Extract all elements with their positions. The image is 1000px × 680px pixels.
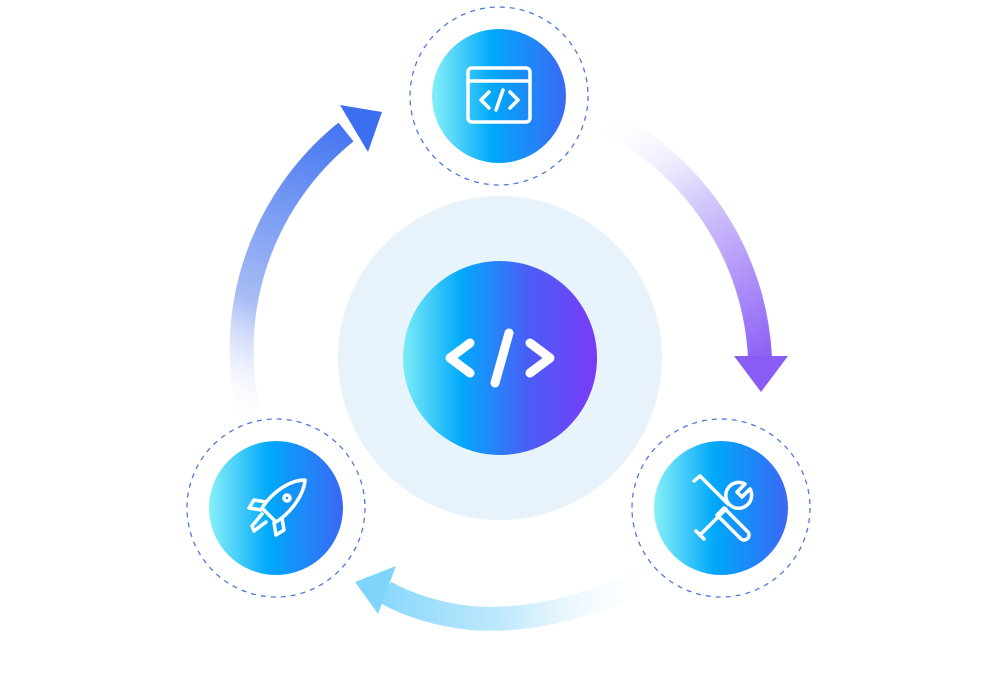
stage-node-code [409, 6, 589, 186]
arrow-build-to-launch [355, 559, 671, 631]
stage-node-launch [186, 418, 366, 598]
tools-icon [692, 474, 754, 542]
rocket-icon [247, 478, 307, 537]
arrow-code-to-build [594, 107, 788, 392]
browser-code-icon [466, 66, 532, 124]
arrow-launch-to-code [229, 105, 382, 413]
dashed-ring [631, 418, 811, 598]
center-node [403, 261, 597, 455]
code-brackets-icon [445, 328, 555, 388]
dashed-ring [409, 6, 589, 186]
stage-node-build [631, 418, 811, 598]
dashed-ring [186, 418, 366, 598]
